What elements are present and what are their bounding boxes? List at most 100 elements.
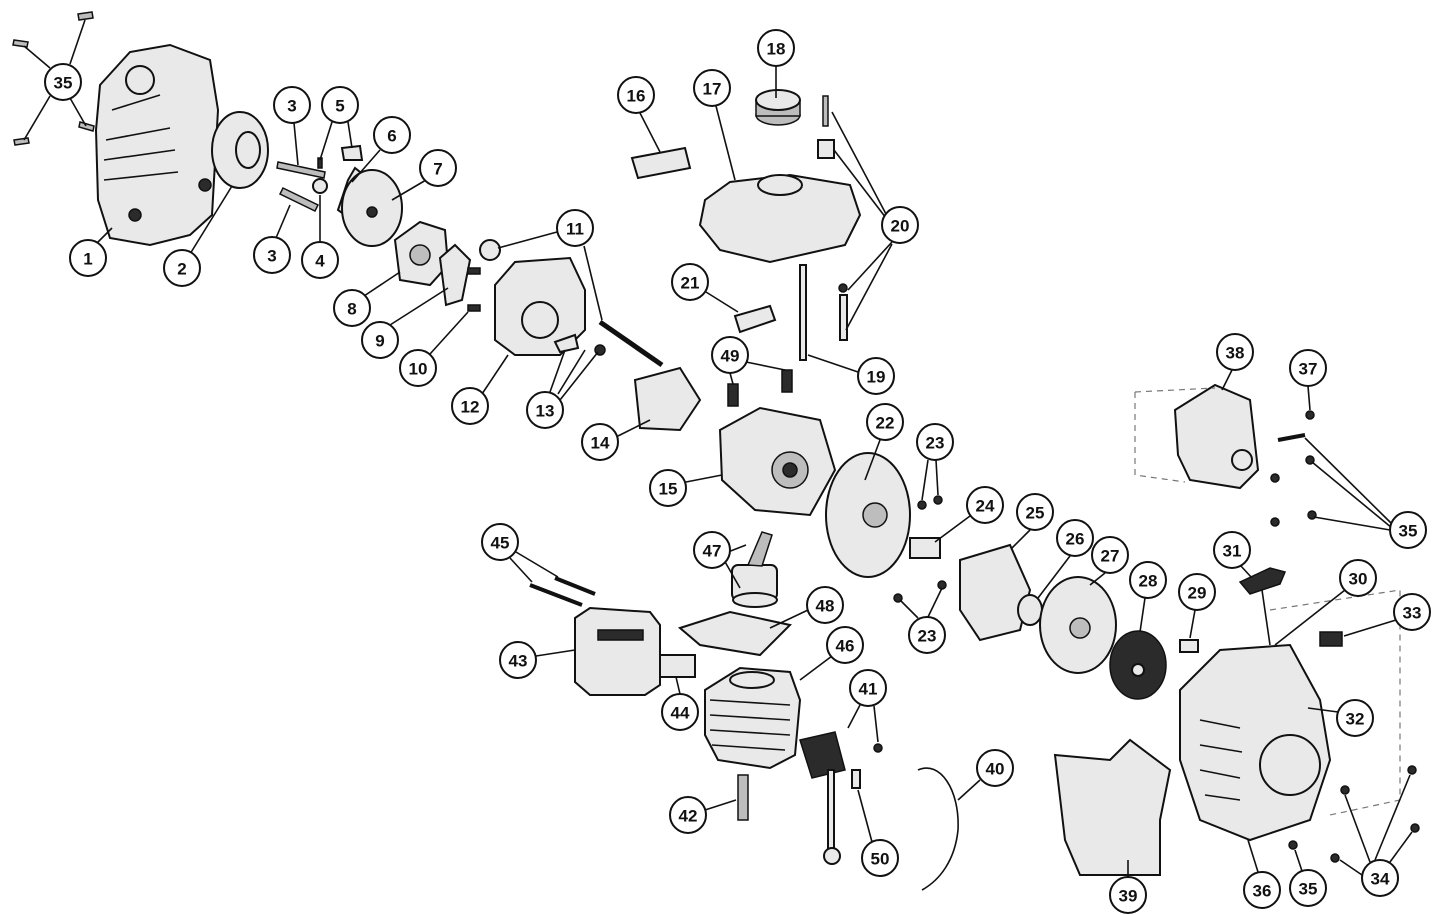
part-43-muffler: [574, 606, 661, 696]
callout-48: 48: [769, 586, 844, 629]
callout-leader: [957, 779, 981, 801]
callout-leader: [675, 676, 681, 695]
callout-leader: [509, 557, 533, 583]
part-25-plate: [959, 543, 1032, 642]
callout-circle: [693, 531, 731, 569]
callout-leader: [351, 149, 381, 183]
callout-label: 34: [1371, 870, 1390, 889]
callout-46: 46: [799, 626, 864, 681]
part-29-clip: [1179, 639, 1199, 653]
callout-label: 15: [659, 480, 678, 499]
callout-leader: [1139, 597, 1146, 633]
callout-label: 13: [536, 402, 555, 421]
callout-13: 13: [526, 349, 599, 429]
callout-label: 35: [54, 74, 73, 93]
part-35-screw-l2: [12, 39, 29, 48]
callout-35: 35: [23, 19, 87, 141]
callout-leader: [715, 105, 736, 181]
callout-30: 30: [1274, 559, 1377, 646]
part-49-bolt: [727, 383, 739, 407]
callout-leader: [833, 149, 887, 219]
callout-4: 4: [301, 195, 339, 279]
callout-circle: [333, 289, 371, 327]
callout-label: 22: [876, 414, 895, 433]
callout-circle: [273, 86, 311, 124]
callout-circle: [617, 76, 655, 114]
callout-circle: [1289, 869, 1327, 907]
part-2-ring: [211, 111, 269, 189]
callout-circle: [44, 63, 82, 101]
callout-label: 46: [836, 637, 855, 656]
part-49-bolt-2: [781, 369, 793, 393]
callout-10: 10: [399, 311, 469, 387]
callout-label: 35: [1299, 880, 1318, 899]
part-28-spring: [1109, 630, 1167, 700]
callout-leader: [845, 243, 893, 331]
callout-leader: [1307, 385, 1311, 411]
callout-leader: [847, 241, 893, 291]
part-21-bracket: [733, 304, 777, 334]
callout-18: 18: [757, 29, 795, 98]
part-7-plate: [341, 169, 403, 247]
part-24-shaft: [909, 537, 941, 559]
callout-label: 37: [1299, 360, 1318, 379]
callout-label: 41: [859, 680, 878, 699]
part-48-gasket: [677, 610, 793, 657]
callout-leader: [769, 609, 809, 629]
callout-label: 26: [1066, 530, 1085, 549]
callout-circle: [526, 391, 564, 429]
callout-leader: [927, 587, 943, 618]
callout-leader: [1011, 529, 1031, 549]
callout-leader: [934, 515, 971, 543]
callout-leader: [807, 354, 859, 373]
callout-circle: [481, 523, 519, 561]
callout-circle: [1056, 519, 1094, 557]
callout-leader: [847, 704, 861, 729]
callout-circle: [1178, 573, 1216, 611]
part-19-fuel-line: [799, 264, 807, 361]
callout-leader: [557, 349, 586, 395]
callout-label: 3: [287, 97, 296, 116]
callout-32: 32: [1307, 699, 1374, 737]
part-18-cap: [755, 89, 801, 126]
callout-2: 2: [163, 185, 233, 287]
callout-label: 24: [976, 497, 995, 516]
callout-circle: [1389, 511, 1427, 549]
callout-label: 32: [1346, 710, 1365, 729]
part-10-screw: [467, 304, 481, 312]
callout-leader: [347, 121, 353, 149]
part-35-long-bolt: [1277, 433, 1306, 442]
callout-16: 16: [617, 76, 661, 153]
callout-leader: [831, 111, 887, 215]
callout-leader: [617, 419, 651, 437]
callout-leader: [873, 705, 879, 743]
callout-leader: [1343, 619, 1397, 637]
callout-label: 9: [375, 332, 384, 351]
callout-label: 25: [1026, 504, 1045, 523]
part-37-screw: [1305, 410, 1315, 420]
callout-circle: [1289, 349, 1327, 387]
part-45-bolt-a: [529, 583, 583, 607]
callout-leader: [857, 789, 873, 843]
callout-label: 42: [679, 807, 698, 826]
callout-label: 16: [627, 87, 646, 106]
callout-17: 17: [693, 69, 736, 181]
parts-layer: [12, 11, 1420, 891]
callout-circle: [1091, 536, 1129, 574]
callout-26: 26: [1037, 519, 1094, 599]
callout-leader: [429, 311, 469, 355]
part-34-screw-c: [1410, 823, 1420, 833]
callout-circle: [693, 69, 731, 107]
callout-circle: [1361, 859, 1399, 897]
callout-label: 10: [409, 360, 428, 379]
part-44-gasket: [659, 654, 696, 678]
callout-45: 45: [481, 523, 559, 583]
callout-label: 30: [1349, 570, 1368, 589]
part-41-ignition-coil: [799, 731, 883, 865]
part-12-airbox: [494, 256, 586, 356]
callout-14: 14: [581, 419, 651, 461]
callout-3: 3: [273, 86, 311, 166]
part-9-gasket: [438, 243, 472, 307]
callout-circle: [556, 209, 594, 247]
